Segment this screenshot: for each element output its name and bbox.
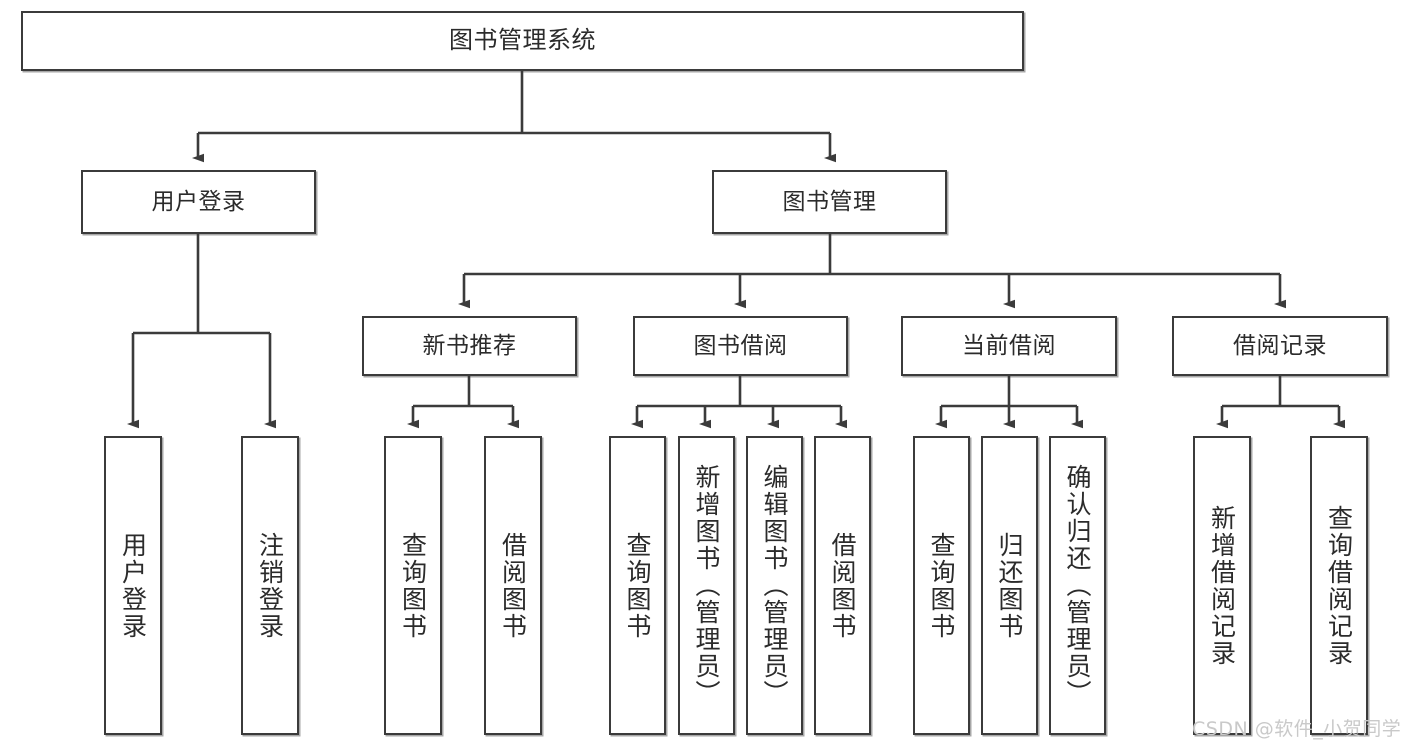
node-book-borrow[interactable]: 图书借阅 bbox=[633, 316, 848, 376]
node-leaf-logout-login[interactable]: 注销登录 bbox=[241, 436, 299, 735]
node-leaf-edit-book-admin[interactable]: 编辑图书（管理员） bbox=[746, 436, 803, 735]
node-label: 查询图书 bbox=[927, 531, 956, 640]
node-leaf-return-book[interactable]: 归还图书 bbox=[981, 436, 1038, 735]
csdn-watermark: CSDN @软件_小贺同学 bbox=[1192, 718, 1402, 740]
node-label: 用户登录 bbox=[151, 188, 246, 215]
node-user-login[interactable]: 用户登录 bbox=[81, 170, 316, 234]
node-label: 新增借阅记录 bbox=[1207, 504, 1237, 667]
node-leaf-confirm-return-admin[interactable]: 确认归还（管理员） bbox=[1049, 436, 1106, 735]
node-label: 当前借阅 bbox=[962, 332, 1056, 359]
node-leaf-borrow-book-recommend[interactable]: 借阅图书 bbox=[484, 436, 542, 735]
node-label: 新书推荐 bbox=[422, 332, 517, 359]
node-leaf-query-borrow-record[interactable]: 查询借阅记录 bbox=[1310, 436, 1368, 735]
node-leaf-borrow-book[interactable]: 借阅图书 bbox=[814, 436, 871, 735]
node-label: 归还图书 bbox=[995, 531, 1024, 640]
node-current-borrow[interactable]: 当前借阅 bbox=[901, 316, 1117, 376]
node-leaf-user-login[interactable]: 用户登录 bbox=[104, 436, 162, 735]
node-root-book-management-system[interactable]: 图书管理系统 bbox=[21, 11, 1024, 71]
node-borrow-record[interactable]: 借阅记录 bbox=[1172, 316, 1388, 376]
node-label: 图书管理 bbox=[782, 188, 877, 215]
node-leaf-query-book-borrow[interactable]: 查询图书 bbox=[609, 436, 666, 735]
node-book-management[interactable]: 图书管理 bbox=[712, 170, 947, 234]
node-label: 用户登录 bbox=[118, 531, 148, 640]
node-label: 查询图书 bbox=[398, 531, 428, 640]
node-label: 查询图书 bbox=[623, 531, 652, 640]
node-label: 借阅图书 bbox=[828, 531, 857, 640]
node-label: 编辑图书（管理员） bbox=[760, 464, 789, 707]
node-new-book-recommend[interactable]: 新书推荐 bbox=[362, 316, 577, 376]
node-label: 借阅图书 bbox=[498, 531, 528, 640]
node-label: 查询借阅记录 bbox=[1324, 504, 1354, 667]
node-label: 确认归还（管理员） bbox=[1063, 464, 1092, 707]
node-label: 新增图书（管理员） bbox=[692, 464, 721, 707]
node-leaf-add-book-admin[interactable]: 新增图书（管理员） bbox=[678, 436, 735, 735]
node-label: 注销登录 bbox=[255, 531, 285, 640]
node-label: 借阅记录 bbox=[1233, 332, 1327, 359]
node-leaf-add-borrow-record[interactable]: 新增借阅记录 bbox=[1193, 436, 1251, 735]
node-leaf-query-book-current[interactable]: 查询图书 bbox=[913, 436, 970, 735]
node-leaf-query-book-recommend[interactable]: 查询图书 bbox=[384, 436, 442, 735]
node-label: 图书管理系统 bbox=[449, 26, 596, 55]
node-label: 图书借阅 bbox=[693, 332, 788, 359]
